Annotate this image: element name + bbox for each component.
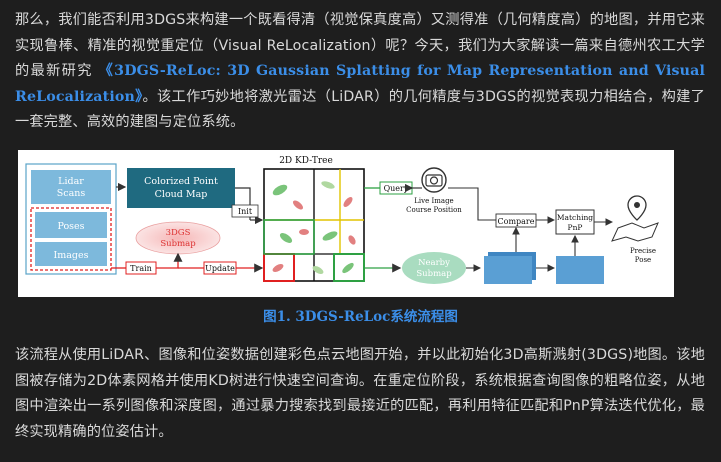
paper-title-link[interactable]: 《3DGS-ReLoc: 3D Gaussian Splatting for M…: [15, 63, 706, 105]
images-box: [35, 242, 107, 266]
svg-text:Submap: Submap: [160, 239, 196, 249]
nearby-label: Nearby: [418, 258, 450, 268]
lidar-label-2: Scans: [57, 188, 86, 199]
submap-3dgs-ellipse: [135, 221, 221, 255]
nearby-submap-ellipse: [402, 252, 466, 284]
matching-label: Matching: [557, 213, 593, 222]
intro-paragraph: 那么，我们能否利用3DGS来构建一个既看得清（视觉保真度高）又测得准（几何精度高…: [15, 12, 706, 130]
map-icon: [611, 222, 659, 242]
lidar-label-1: Lidar: [58, 176, 84, 187]
pipeline-diagram: Lidar Scans Poses Images Colorized Point…: [25, 156, 659, 284]
rendered-image-box: [556, 256, 604, 284]
pnp-label: PnP: [568, 223, 583, 232]
pose-label: Pose: [635, 256, 651, 264]
figure-caption: 图1. 3DGS-ReLoc系统流程图: [263, 309, 458, 325]
poses-box: [35, 212, 107, 238]
precise-label: Precise: [630, 247, 656, 255]
pipeline-description-paragraph: 该流程从使用LiDAR、图像和位姿数据创建彩色点云地图开始，并以此初始化3D高斯…: [15, 347, 705, 440]
pipeline-figure: Lidar Scans Poses Images Colorized Point…: [18, 150, 674, 297]
query-label: Query: [384, 184, 409, 193]
compare-label: Compare: [498, 217, 535, 226]
submap-label: Submap: [416, 269, 452, 279]
train-label: Train: [130, 264, 152, 273]
live-image-label: Live Image: [414, 197, 453, 205]
poses-images-group: [30, 207, 112, 271]
init-label: Init: [238, 207, 253, 216]
svg-text:3DGS: 3DGS: [166, 228, 191, 238]
rendered-stack-front: [484, 256, 532, 284]
svg-text:Colorized Point: Colorized Point: [144, 176, 218, 187]
images-label: Images: [53, 250, 88, 261]
svg-text:Cloud Map: Cloud Map: [155, 189, 208, 200]
kd-tree-title: 2D KD-Tree: [279, 156, 333, 166]
colorized-map-box: [127, 168, 235, 208]
poses-label: Poses: [57, 221, 84, 232]
lidar-scans-box: [31, 170, 111, 204]
update-label: Update: [205, 264, 235, 273]
course-position-label: Course Position: [406, 206, 462, 214]
